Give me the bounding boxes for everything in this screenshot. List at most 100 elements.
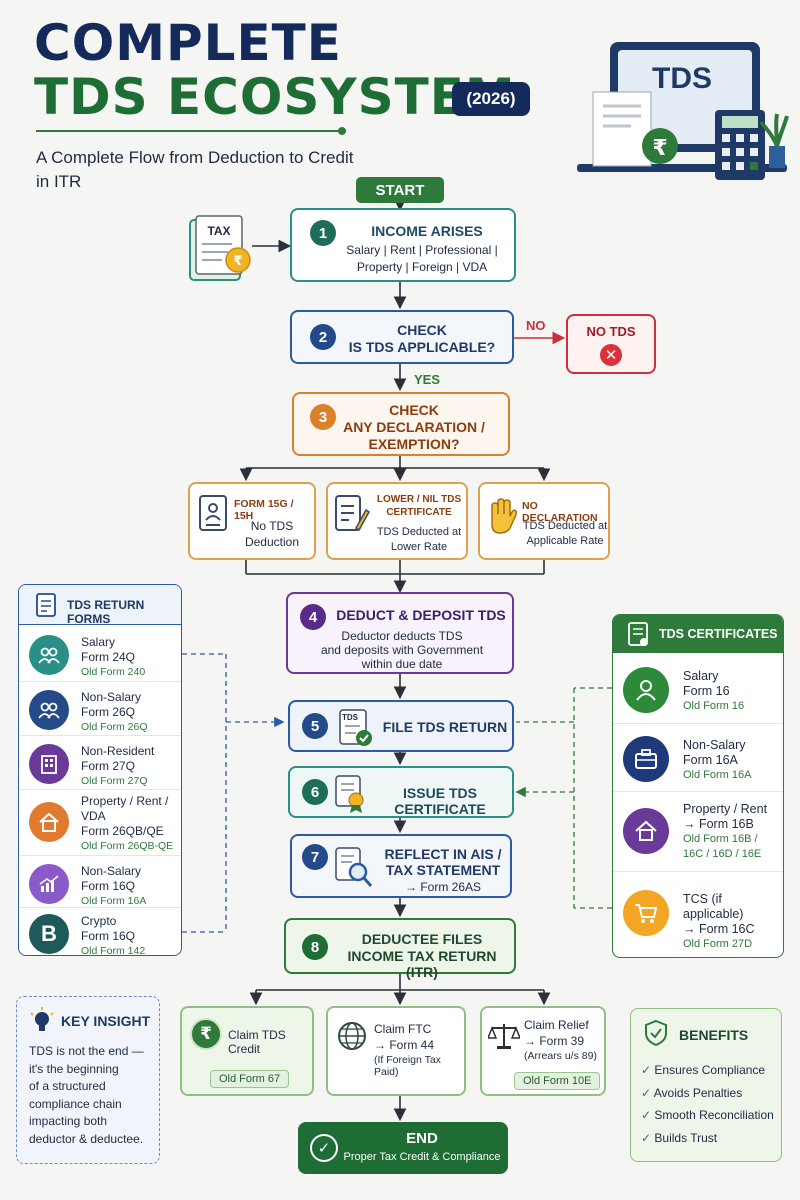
step-3-title-3: EXEMPTION? [368, 436, 460, 452]
option-a-desc-1: No TDS [250, 519, 294, 533]
benefits-panel: BENEFITS ✓ Ensures Compliance ✓ Avoids P… [630, 1008, 782, 1162]
claim-1-title: Claim TDS Credit [228, 1028, 286, 1056]
step-8-deductee-files-itr: 8 DEDUCTEE FILES INCOME TAX RETURN (ITR) [284, 918, 516, 980]
return-item-1-l1: Salary [81, 635, 116, 649]
benefit-label: Avoids Penalties [653, 1085, 743, 1100]
return-item-1-l2: Form 24Q [81, 650, 136, 664]
globe-icon [338, 1022, 366, 1050]
claim-ftc: Claim FTC → Form 44 (If Foreign Tax Paid… [326, 1006, 466, 1096]
tax-doc-label: TAX [207, 224, 231, 238]
end-title: END [406, 1130, 438, 1147]
return-item-4-old: Old Form 26QB-QE [81, 840, 174, 852]
return-item-6-l2: Form 16Q [81, 929, 136, 943]
cert-item-1-old: Old Form 16 [683, 700, 745, 712]
yes-label: YES [414, 372, 441, 387]
end-desc: Proper Tax Credit & Compliance [343, 1151, 501, 1163]
claim-2-title-2: → Form 44 [374, 1038, 435, 1052]
lightbulb-icon [30, 1007, 54, 1031]
step-4-desc-1: Deductor deducts TDS [341, 629, 463, 643]
claim-1-pill: Old Form 67 [210, 1070, 290, 1088]
certificates-heading: TDS CERTIFICATES [659, 627, 778, 641]
step-4-desc-3: within due date [361, 657, 443, 671]
benefit-label: Builds Trust [654, 1130, 718, 1145]
step-number: 4 [300, 604, 326, 630]
title-line-2: TDS ECOSYSTEM [34, 68, 516, 126]
cert-item-2-old: Old Form 16A [683, 769, 752, 781]
return-item-2-l2: Form 26Q [81, 705, 136, 719]
tds-document-icon [339, 709, 372, 746]
return-item-2-l1: Non-Salary [81, 690, 142, 704]
claim-tds-credit: ₹ Claim TDS Credit Old Form 67 [180, 1006, 314, 1096]
stop-hand-icon [491, 498, 518, 534]
cert-item-3-old2: 16C / 16D / 16E [683, 848, 762, 860]
document-icon [36, 593, 56, 617]
return-forms-heading: TDS RETURN FORMS [67, 598, 145, 626]
claim-2-desc: (If Foreign Tax Paid) [374, 1054, 441, 1078]
claim-3-title-1: Claim Relief [524, 1018, 589, 1032]
cert-item-3-l2: → Form 16B [683, 817, 754, 831]
check-icon: ✓ [641, 1085, 654, 1100]
option-a-desc-2: Deduction [244, 535, 300, 549]
insight-line: compliance chain [29, 1096, 122, 1111]
benefit-label: Ensures Compliance [654, 1063, 766, 1077]
insight-heading: KEY INSIGHT [61, 1013, 151, 1029]
claim-2-title-1: Claim FTC [374, 1022, 432, 1036]
return-item-4-l2: VDA [81, 809, 106, 823]
year-badge: (2026) [452, 82, 530, 116]
step-number: 2 [310, 324, 336, 350]
step-8-title-2: INCOME TAX RETURN (ITR) [347, 948, 497, 980]
step-3-title-1: CHECK [389, 402, 439, 418]
checkmark-icon: ✓ [310, 1134, 338, 1162]
chart-icon [29, 864, 69, 904]
step-2-title-1: CHECK [397, 322, 447, 338]
option-b-desc-2: Lower Rate [390, 541, 448, 553]
insight-line: impacting both [29, 1114, 108, 1128]
return-item-5-l2: Form 16Q [81, 879, 136, 893]
key-insight-panel: KEY INSIGHT TDS is not the end — it's th… [16, 996, 160, 1164]
option-b-desc-1: TDS Deducted at [376, 526, 462, 538]
no-label: NO [526, 318, 546, 333]
subtitle: A Complete Flow from Deduction to Credit… [36, 148, 354, 191]
return-item-4-l1: Property / Rent / [81, 794, 169, 808]
cert-item-2-l1: Non-Salary [683, 738, 746, 752]
check-icon: ✓ [641, 1130, 655, 1145]
insight-line: of a structured [29, 1079, 106, 1093]
step-3-title-2: ANY DECLARATION / [343, 419, 485, 435]
cert-item-4-old: Old Form 27D [683, 938, 753, 950]
check-icon: ✓ [641, 1108, 655, 1122]
laptop-screen-label: TDS [652, 62, 712, 95]
insight-line: it's the beginning [29, 1061, 119, 1076]
cross-icon: ✕ [600, 344, 622, 366]
step-7-title-1: REFLECT IN AIS / [384, 846, 502, 862]
people-icon [29, 635, 69, 675]
return-item-4-l3: Form 26QB/QE [81, 824, 164, 838]
option-form-15g-15h: FORM 15G / 15H No TDS Deduction [188, 482, 316, 560]
insight-text: TDS is not the end — it's the beginning … [29, 1043, 157, 1148]
return-item-6-old: Old Form 142 [81, 945, 146, 956]
title-underline [36, 127, 346, 135]
step-3-check-declaration: 3 CHECK ANY DECLARATION / EXEMPTION? [292, 392, 510, 456]
return-item-5-l1: Non-Salary [81, 864, 142, 878]
person-icon [623, 667, 669, 713]
return-item-2-old: Old Form 26Q [81, 721, 148, 733]
step-6-issue-certificate: 6 ISSUE TDS CERTIFICATE [288, 766, 514, 818]
rupee-icon: ₹ [652, 135, 668, 160]
step-4-title: DEDUCT & DEPOSIT TDS [336, 607, 506, 623]
step-7-reflect-ais: 7 REFLECT IN AIS / TAX STATEMENT → Form … [290, 834, 512, 898]
return-item-5-old: Old Form 16A [81, 895, 147, 907]
benefit-item: ✓ Avoids Penalties [641, 1082, 774, 1105]
end-node: ✓ END Proper Tax Credit & Compliance [298, 1122, 508, 1174]
step-1-desc-1: Salary | Rent | Professional | [346, 243, 498, 257]
laptop-calculator-illustration [577, 42, 789, 180]
option-b-title-2: CERTIFICATE [386, 507, 452, 518]
